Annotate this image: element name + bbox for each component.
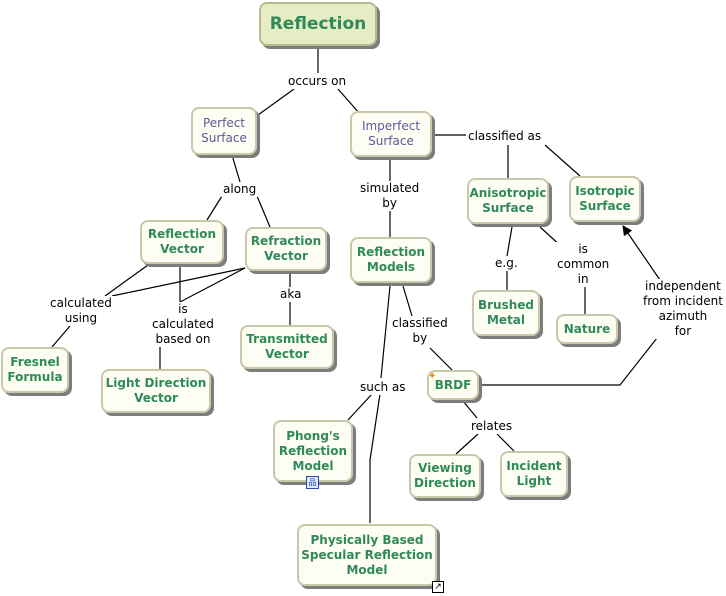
link-is-common-in: is common in <box>555 242 612 287</box>
line-brdf-independent <box>478 337 658 386</box>
node-anisotropic-surface[interactable]: Anisotropic Surface <box>467 178 549 224</box>
node-incident-light[interactable]: Incident Light <box>500 451 568 497</box>
line-perfect-along <box>231 154 241 183</box>
node-viewing-direction[interactable]: Viewing Direction <box>409 454 481 498</box>
line-reflvec-calc-using <box>104 264 149 297</box>
node-physically-based-model[interactable]: Physically Based Specular Reflection Mod… <box>297 524 437 586</box>
line-along-reflection-vector <box>206 195 223 221</box>
line-classified-as-isotropic <box>544 144 581 177</box>
node-perfect-surface[interactable]: Perfect Surface <box>191 107 257 155</box>
node-phongs-reflection-model[interactable]: Phong's Reflection Model <box>273 420 353 482</box>
node-transmitted-vector[interactable]: Transmitted Vector <box>240 325 334 369</box>
node-nature[interactable]: Nature <box>556 314 618 344</box>
line-anisotropic-eg <box>506 226 513 257</box>
concept-map-icon[interactable]: 品 <box>306 476 319 489</box>
line-brdf-relates <box>462 400 478 419</box>
link-classified-as: classified as <box>466 129 544 144</box>
line-independent-isotropic <box>622 225 661 281</box>
node-isotropic-surface[interactable]: Isotropic Surface <box>569 176 641 222</box>
plus-icon: ✦ <box>428 371 437 382</box>
node-brushed-metal[interactable]: Brushed Metal <box>472 290 540 336</box>
line-relates-viewing <box>455 433 479 455</box>
node-light-direction-vector[interactable]: Light Direction Vector <box>101 369 211 413</box>
shortcut-arrow-icon[interactable]: ↗ <box>432 581 444 593</box>
line-refrvec-calc-using <box>111 267 246 297</box>
link-classified-by: classified by <box>390 316 450 346</box>
node-reflection-vector[interactable]: Reflection Vector <box>140 220 224 264</box>
link-along: along <box>221 182 259 197</box>
line-such-as-phong <box>347 393 373 421</box>
link-relates: relates <box>469 419 515 434</box>
link-occurs-on: occurs on <box>286 74 349 89</box>
link-such-as: such as <box>358 380 408 395</box>
node-fresnel-formula[interactable]: Fresnel Formula <box>1 347 69 393</box>
line-along-refraction-vector <box>256 195 271 228</box>
link-independent-from-incident-azimuth-for: independent from incident azimuth for <box>641 279 725 339</box>
line-classified-by-brdf <box>429 347 453 371</box>
link-calculated-using: calculated using <box>48 296 114 326</box>
line-relates-incident <box>496 433 515 452</box>
line-models-classified-by <box>402 285 413 317</box>
node-imperfect-surface[interactable]: Imperfect Surface <box>350 111 432 157</box>
line-occurs-on-imperfect <box>337 88 361 115</box>
line-models-such-as <box>380 285 391 379</box>
link-eg: e.g. <box>493 256 520 271</box>
line-occurs-on-perfect <box>257 88 295 116</box>
line-such-as-pbsr <box>369 393 381 523</box>
link-simulated-by: simulated by <box>358 181 422 211</box>
line-calc-using-fresnel <box>51 325 71 348</box>
link-is-calculated-based-on: is calculated based on <box>150 302 216 347</box>
node-brdf[interactable]: BRDF <box>427 370 479 400</box>
node-reflection[interactable]: Reflection <box>259 2 377 46</box>
node-refraction-vector[interactable]: Refraction Vector <box>245 227 327 271</box>
line-refrvec-calc-based <box>179 267 246 303</box>
link-aka: aka <box>278 287 304 302</box>
node-reflection-models[interactable]: Reflection Models <box>350 237 432 283</box>
